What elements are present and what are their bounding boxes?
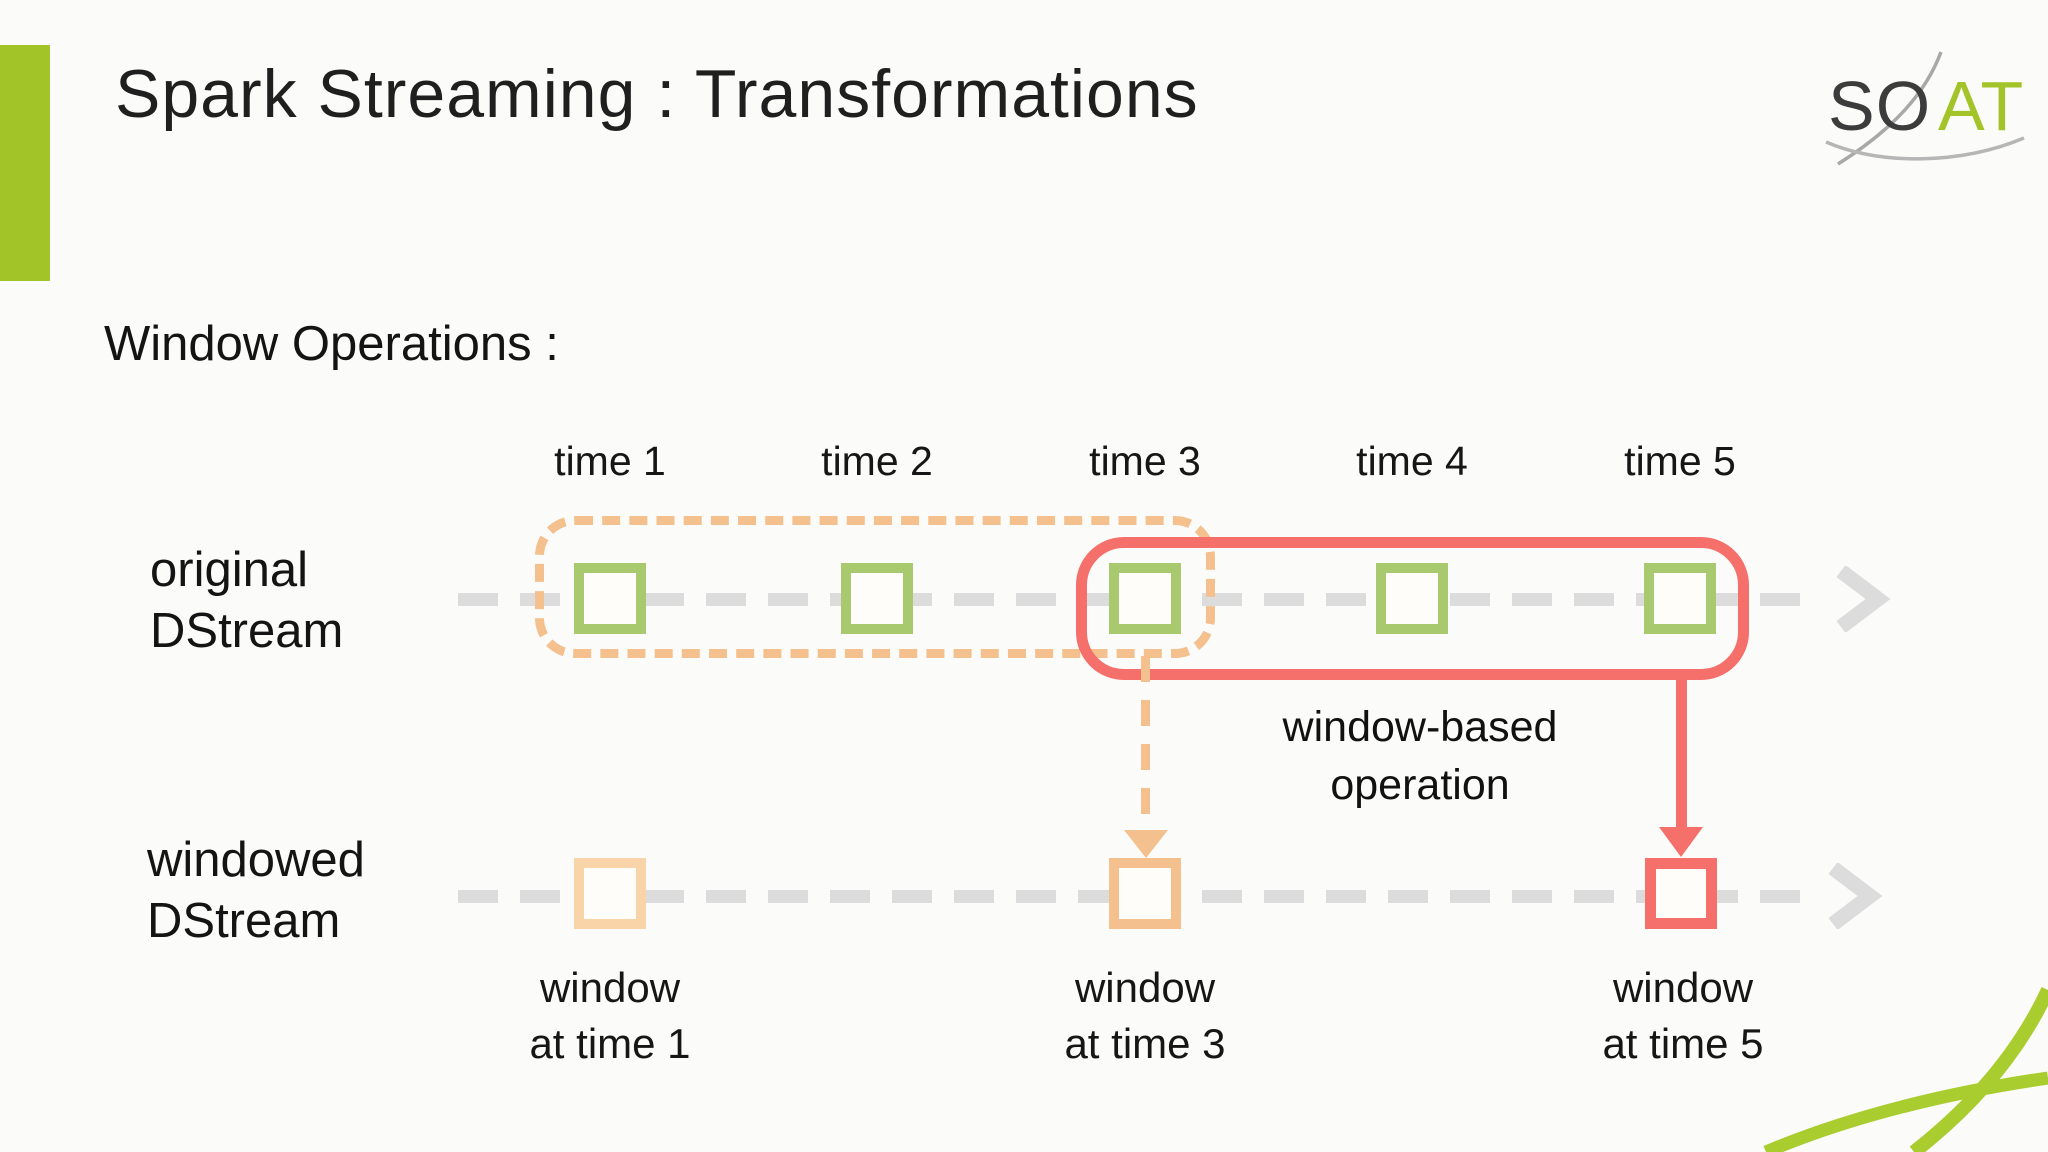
window-at-time3-line2: at time 3 [1064,1020,1226,1067]
section-heading: Window Operations : [104,317,559,371]
swoosh-curve-steep [1909,987,2048,1152]
windowed-dstream-label-line2: DStream [147,894,341,948]
soat-logo: SO AT [1825,51,2025,166]
time-label-1: time 1 [554,438,666,484]
operation-label-line2: operation [1330,761,1510,809]
time-label-4: time 4 [1356,438,1468,484]
timeline-arrowhead-icon [1828,863,1883,929]
operation-label: window-based operation [1160,698,1680,814]
windowed-square-time3 [1109,858,1181,929]
windowed-square-time5 [1645,858,1717,929]
logo-underline-swoosh [1825,136,2025,161]
original-dstream-label-line2: DStream [150,604,344,658]
original-dstream-label-line1: original [150,543,308,597]
rdd-square-time1 [574,563,646,634]
window-at-time5-line1: window [1612,964,1754,1011]
window-at-time1-line1: window [539,964,681,1011]
time-label-2: time 2 [821,438,933,484]
window-frame-time5-solid [1076,537,1749,680]
logo-text-so: SO [1828,67,1931,145]
windowed-dstream-label: windowed DStream [147,830,365,952]
window-operation-arrow-time3 [1141,656,1150,832]
operation-label-line1: window-based [1282,703,1558,751]
window-at-time3-line1: window [1074,964,1216,1011]
arrowhead-down-icon [1124,830,1168,858]
window-at-time5-label: window at time 5 [1523,960,1843,1072]
window-at-time3-label: window at time 3 [985,960,1305,1072]
original-dstream-label: original DStream [150,540,343,662]
window-at-time5-line2: at time 5 [1602,1020,1764,1067]
arrowhead-down-icon [1659,827,1703,857]
corner-swoosh-decoration [1763,987,2048,1152]
window-at-time1-line2: at time 1 [529,1020,691,1067]
windowed-dstream-label-line1: windowed [147,833,365,887]
rdd-square-time2 [841,563,913,634]
window-frame-time3-dashed [535,516,1215,658]
window-operation-arrow-time5 [1676,679,1687,829]
rdd-square-time3 [1109,563,1181,634]
swoosh-curve-shallow [1763,1071,2048,1152]
accent-bar [0,45,50,281]
logo-text-at: AT [1938,67,2024,145]
windowed-square-time1 [574,858,646,929]
time-label-5: time 5 [1624,438,1736,484]
timeline-arrowhead-icon [1836,566,1891,632]
window-at-time1-label: window at time 1 [450,960,770,1072]
rdd-square-time4 [1376,563,1448,634]
slide-title: Spark Streaming : Transformations [115,56,1199,132]
rdd-square-time5 [1644,563,1716,634]
time-label-3: time 3 [1089,438,1201,484]
